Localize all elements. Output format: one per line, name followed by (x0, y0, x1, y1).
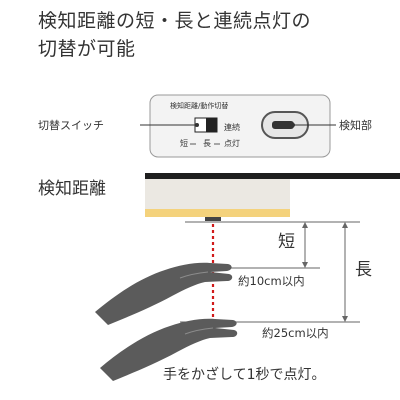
long-range-value: 約25cm以内 (262, 326, 329, 340)
hand-icon-far (100, 318, 238, 381)
finger-gap-line (184, 327, 214, 335)
hand-icon-near (95, 262, 233, 325)
switch-long-label: 長 (203, 139, 211, 148)
title-line-1: 検知距離の短・長と連続点灯の (38, 10, 312, 32)
caption-text: 手をかざして1秒で点灯。 (163, 367, 326, 383)
hand-shape (95, 262, 233, 325)
sensor-callout-label: 検知部 (339, 119, 372, 132)
title-line-2: 切替が可能 (38, 38, 136, 60)
finger-gap-line (179, 271, 209, 279)
sensor-unit (205, 217, 221, 221)
hand-shape (100, 318, 238, 381)
switch-leader-dot (195, 123, 199, 127)
long-distance-label: 長 (355, 260, 372, 280)
control-panel (149, 94, 331, 158)
cabinet-top-edge (145, 173, 400, 179)
switch-continuous-label-bottom: 点灯 (224, 139, 240, 148)
switch-callout-label: 切替スイッチ (38, 119, 104, 132)
cabinet-body (145, 179, 290, 209)
short-range-value: 約10cm以内 (238, 274, 305, 288)
switch-header-label: 検知距離/動作切替 (170, 102, 229, 110)
switch-short-label: 短 (180, 139, 188, 148)
light-strip (145, 209, 290, 217)
switch-knob (206, 118, 217, 132)
sensor-window (272, 121, 294, 129)
switch-continuous-label-top: 連続 (224, 123, 240, 132)
short-distance-label: 短 (278, 232, 295, 252)
sensor-leader-dot (291, 123, 295, 127)
detection-distance-label: 検知距離 (38, 179, 106, 199)
